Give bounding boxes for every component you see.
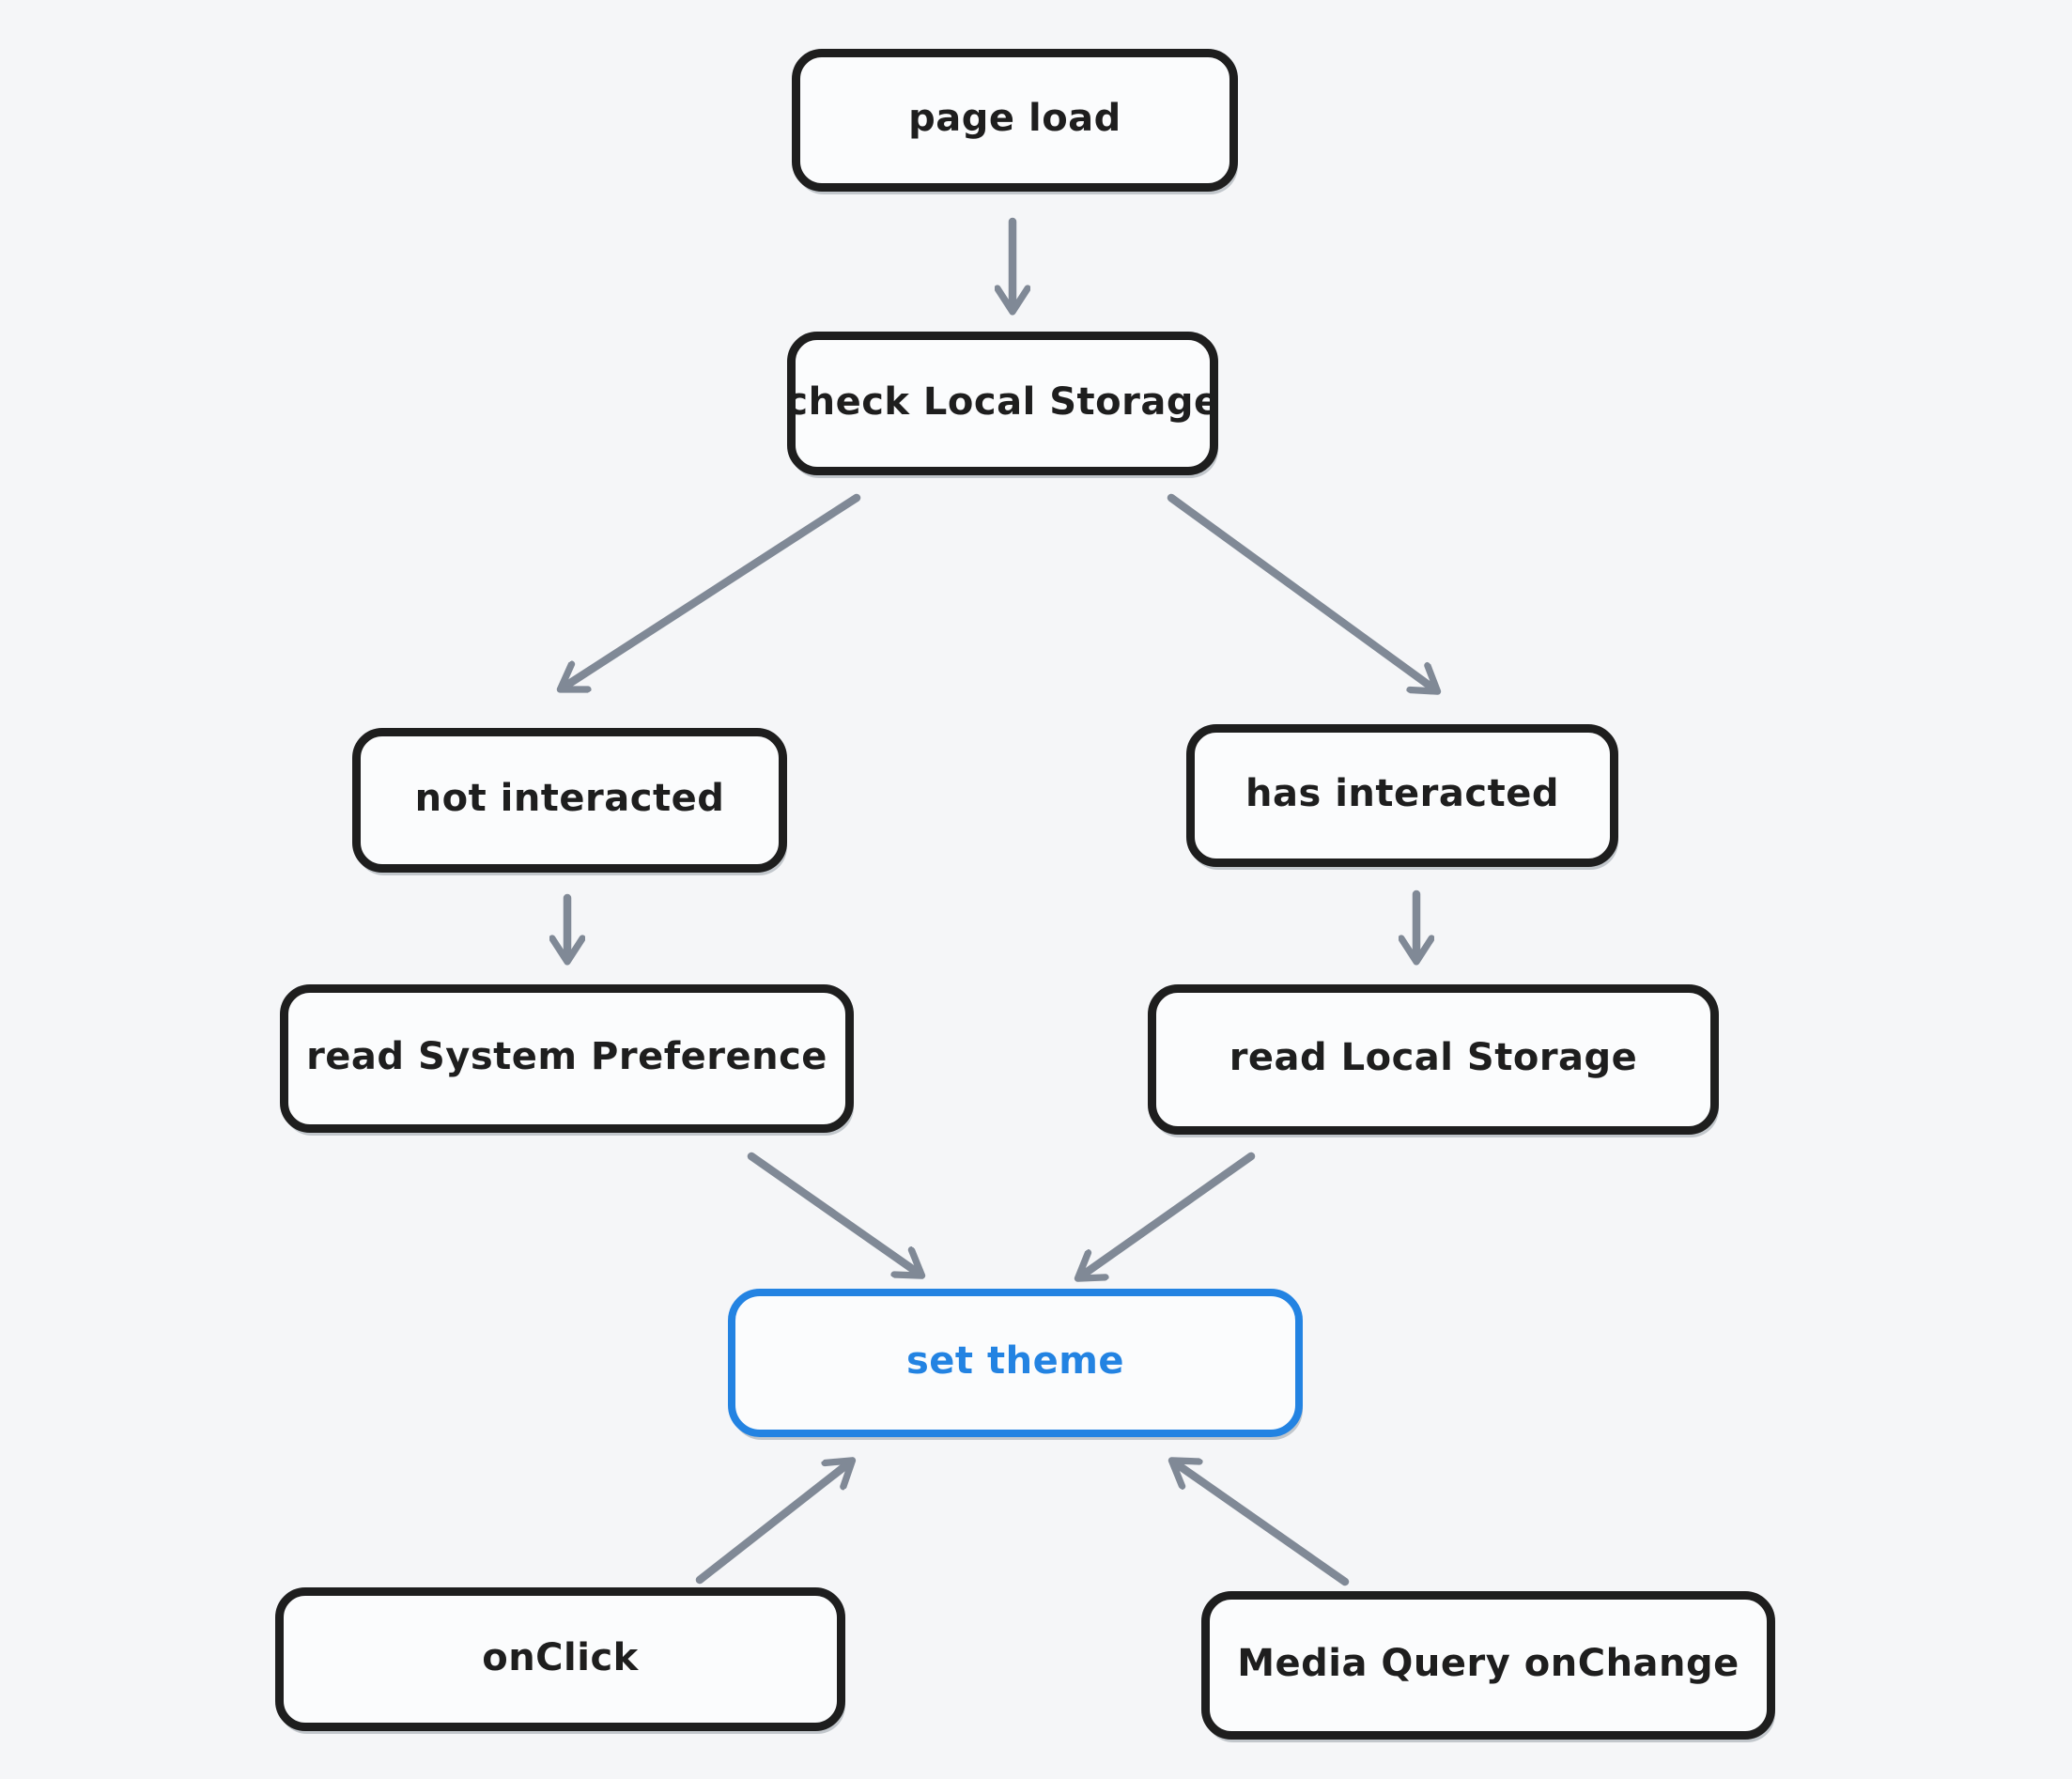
node-label-media-query-onchange: Media Query onChange: [1237, 1642, 1740, 1685]
arrow-check-local-storage-to-has-interacted[interactable]: [1167, 493, 1436, 690]
arrow-check-local-storage-to-not-interacted[interactable]: [562, 493, 861, 688]
node-media-query-onchange[interactable]: Media Query onChange: [1201, 1591, 1775, 1740]
node-read-local-storage[interactable]: read Local Storage: [1148, 984, 1719, 1135]
node-label-set-theme: set theme: [905, 1339, 1125, 1383]
node-read-system-preference[interactable]: read System Preference: [280, 984, 854, 1133]
node-label-not-interacted: not interacted: [414, 777, 725, 820]
arrow-onclick-to-set-theme[interactable]: [695, 1462, 851, 1585]
node-label-page-load: page load: [908, 97, 1121, 140]
node-label-read-local-storage: read Local Storage: [1229, 1036, 1638, 1079]
node-label-read-system-preference: read System Preference: [306, 1035, 827, 1078]
node-label-has-interacted: has interacted: [1245, 772, 1559, 815]
node-onclick[interactable]: onClick: [275, 1587, 845, 1731]
node-label-onclick: onClick: [482, 1635, 639, 1679]
node-page-load[interactable]: page load: [792, 49, 1238, 192]
arrow-read-system-preference-to-set-theme[interactable]: [747, 1152, 920, 1275]
arrow-read-local-storage-to-set-theme[interactable]: [1079, 1152, 1256, 1277]
arrow-media-query-onchange-to-set-theme[interactable]: [1173, 1462, 1350, 1586]
node-check-local-storage[interactable]: check Local Storage: [785, 332, 1220, 475]
node-not-interacted[interactable]: not interacted: [352, 728, 787, 873]
node-set-theme[interactable]: set theme: [728, 1289, 1303, 1437]
node-label-check-local-storage: check Local Storage: [785, 379, 1220, 424]
node-has-interacted[interactable]: has interacted: [1186, 724, 1618, 867]
